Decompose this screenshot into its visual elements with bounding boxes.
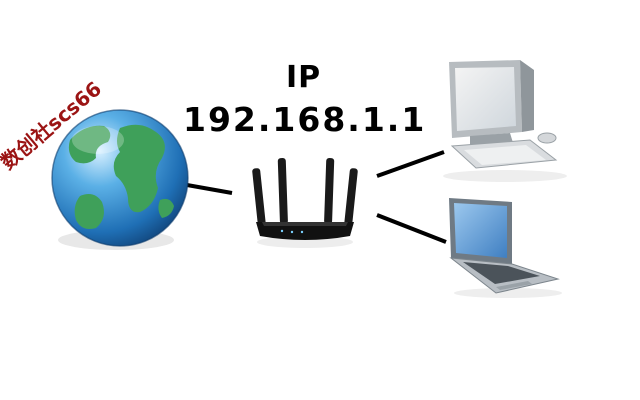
router-icon <box>252 158 358 248</box>
laptop-icon <box>449 198 562 298</box>
desktop-computer-icon <box>443 60 567 182</box>
link-router-desktop <box>376 150 445 178</box>
link-internet-router <box>186 183 233 195</box>
ip-address-label: 192.168.1.1 <box>183 100 427 139</box>
ip-label: IP <box>286 60 322 95</box>
globe-icon <box>51 109 189 250</box>
link-router-laptop <box>376 213 447 244</box>
